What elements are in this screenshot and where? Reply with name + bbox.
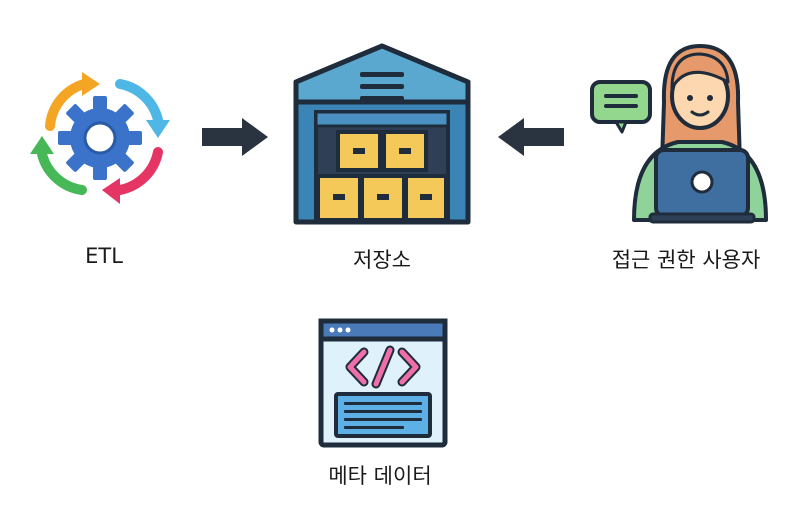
etl-cycle-gear-icon <box>30 72 170 204</box>
code-window-icon <box>318 318 448 448</box>
edge-user-to-storage <box>496 116 566 158</box>
user-with-laptop-icon <box>590 44 768 224</box>
chat-bubble-icon <box>590 80 652 134</box>
edge-etl-to-storage <box>200 116 270 158</box>
arrow-left-icon <box>498 118 564 156</box>
user-label: 접근 권한 사용자 <box>611 248 761 272</box>
etl-label: ETL <box>85 244 123 268</box>
warehouse-icon <box>293 43 471 225</box>
user-node <box>588 42 770 226</box>
storage-label: 저장소 <box>353 248 411 272</box>
metadata-node <box>318 318 448 448</box>
arrow-right-icon <box>202 118 268 156</box>
metadata-label: 메타 데이터 <box>328 464 432 488</box>
etl-node <box>22 62 174 212</box>
storage-node <box>292 42 472 225</box>
